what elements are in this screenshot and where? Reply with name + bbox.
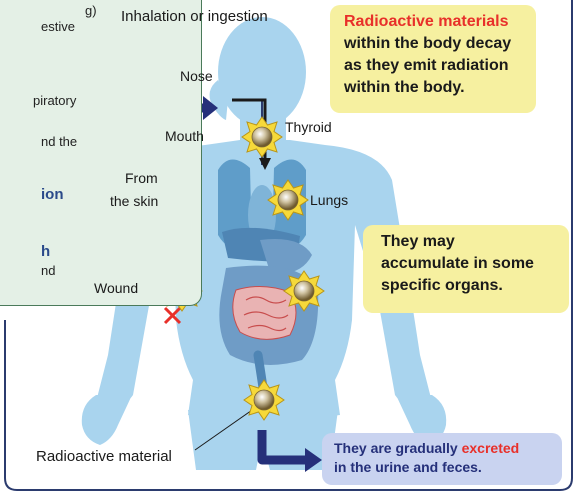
radioactive-material-label: Radioactive material (36, 448, 172, 465)
excretion-callout-text: They are gradually (334, 440, 462, 456)
thyroid-label: Thyroid (285, 119, 332, 136)
left-panel-line: nd the (41, 134, 77, 149)
wound-label: Wound (94, 280, 138, 297)
radioactive-badge-icon (268, 180, 308, 220)
accumulate-callout-line: They may (381, 231, 569, 253)
mouth-label: Mouth (165, 128, 204, 145)
accumulate-callout: They may accumulate in some specific org… (363, 225, 569, 313)
radioactive-badge-icon (284, 271, 324, 311)
radioactive-badge-icon (244, 380, 284, 420)
left-info-panel: g) estive piratory nd the ion h nd (0, 0, 202, 306)
from-label: From (125, 170, 158, 187)
decay-callout-highlight: Radioactive materials (344, 11, 536, 33)
inhalation-label: Inhalation or ingestion (121, 8, 268, 25)
left-panel-line: estive (41, 19, 75, 34)
radioactive-badge-icon (242, 117, 282, 157)
skin-label: the skin (110, 193, 158, 210)
decay-callout-line: as they emit radiation (344, 55, 536, 77)
left-panel-line: nd (41, 263, 55, 278)
excreted-highlight: excreted (462, 440, 520, 456)
lungs-label: Lungs (310, 192, 348, 209)
excretion-callout-line2: in the urine and feces. (334, 458, 562, 477)
decay-callout-line: within the body decay (344, 33, 536, 55)
left-panel-heading: ion (41, 187, 64, 202)
excretion-callout: They are gradually excreted in the urine… (322, 433, 562, 485)
decay-callout-line: within the body. (344, 77, 536, 99)
left-panel-line: piratory (33, 93, 76, 108)
nose-label: Nose (180, 68, 213, 85)
decay-callout: Radioactive materials within the body de… (330, 5, 536, 113)
excretion-callout-line1: They are gradually excreted (334, 439, 562, 458)
left-panel-heading: h (41, 244, 50, 259)
accumulate-callout-line: accumulate in some (381, 253, 569, 275)
left-panel-line: g) (85, 3, 97, 18)
accumulate-callout-line: specific organs. (381, 275, 569, 297)
